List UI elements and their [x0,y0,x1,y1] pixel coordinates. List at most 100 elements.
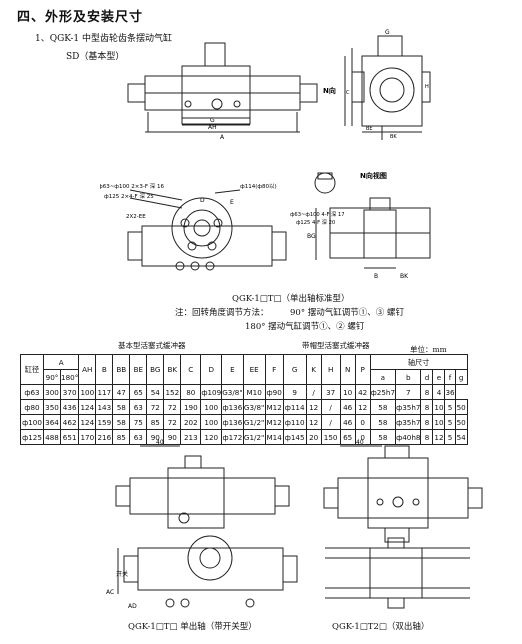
table-cell: 462 [59,414,80,430]
header-shaft-f: f [444,369,456,385]
table-cell: 436 [59,399,80,415]
label-right-d63: ф63~ф100 4-F 深 17 [290,210,345,218]
table-cell: 10 [432,399,446,415]
table-cell: 72 [146,399,165,415]
table-cell: / [320,414,341,430]
table-cell: 46 [339,399,356,415]
bottom-cylinder-right [337,477,469,519]
label-b: B [374,273,378,280]
bottom-cylinder-left [129,477,276,515]
dimension-table: 缸径 A AH B BB BE BG BK C D E EE F G K H N… [20,354,468,445]
caption-bottom-right: QGK-1□T2□（双出轴） [332,622,430,632]
table-cell: 170 [78,429,97,445]
table-cell: 300 [43,384,61,400]
table-cell: 364 [43,414,61,430]
table-cell: 65 [129,384,148,400]
label-ad: AD [128,603,137,610]
header-n: N [339,354,356,385]
dim-ah: AH [208,124,217,131]
table-cell: 75 [129,414,148,430]
table-cell: 46 [339,414,356,430]
table-cell: 42 [354,384,371,400]
table-cell: 117 [95,384,114,400]
dim-40-right: 40 [356,439,364,446]
n-view-label: N向 [323,86,336,95]
table-cell: ф25h7 [369,384,397,400]
header-h: H [320,354,341,385]
table-cell: ф109 [200,384,223,400]
table-cell: 350 [43,399,61,415]
svg-text:BK: BK [390,134,397,140]
table-cell: 50 [454,399,468,415]
header-e: E [221,354,244,385]
table-cell: 4 [432,384,446,400]
table-cell: ф35h7 [395,399,422,415]
table-cell: 100 [200,414,223,430]
table-cell: 72 [163,399,182,415]
table-cell: 85 [112,429,131,445]
note-line2: 180° 摆动气缸调节①、② 螺钉 [245,322,365,332]
table-cell: ф80 [20,399,44,415]
table-cell: 10 [339,384,356,400]
table-cell: ф136 [221,399,244,415]
table-cell: 143 [95,399,114,415]
table-cell: 0 [354,414,371,430]
table-cell: ф114 [282,399,307,415]
label-ac: AC [106,589,114,596]
table-cell: ф90 [264,384,284,400]
table-cell: 58 [112,414,131,430]
header-f: F [264,354,284,385]
svg-text:BE: BE [366,126,373,132]
table-group-left: 基本型活塞式缓冲器 [118,341,186,350]
header-bb: BB [112,354,131,385]
header-a90: 90° [43,369,61,385]
table-cell: 58 [369,414,397,430]
label-right-d125: ф125 4-F 深 20 [296,218,335,226]
table-cell: / [320,399,341,415]
dim-a: A [220,134,225,141]
table-cell: 370 [59,384,80,400]
table-cell: 9 [282,384,307,400]
table-cell: 8 [420,399,434,415]
table-cell: 58 [112,399,131,415]
table-cell: 65 [339,429,356,445]
n-view-title: N向视图 [360,171,387,180]
table-cell: 124 [78,414,97,430]
header-bk: BK [163,354,182,385]
caption-bottom-left: QGK-1□T□ 单出轴（带开关型） [128,622,257,632]
header-b: B [95,354,114,385]
header-g: G [282,354,307,385]
table-cell: 488 [43,429,61,445]
label-e: E [230,199,234,206]
header-be: BE [129,354,148,385]
table-cell: 12 [305,414,322,430]
table-cell: ф35h7 [395,414,422,430]
subtitle: 1、QGK-1 中型齿轮齿条摆动气缸 [35,34,172,44]
table-cell: 5 [444,429,456,445]
header-k: K [305,354,322,385]
label-switch: 开关 [116,570,128,578]
header-ah: AH [78,354,97,385]
table-cell: M12 [264,414,284,430]
table-cell: M10 [242,384,266,400]
header-ee: EE [242,354,266,385]
table-cell: 5 [444,414,456,430]
header-shaft-g: g [454,369,468,385]
dim-g: G [210,117,215,124]
table-cell: / [305,384,322,400]
header-shaft: 轴尺寸 [369,354,468,370]
label-d125: ф125 2×4-F 深 25 [104,192,154,200]
model-label: SD（基本型） [66,52,125,62]
table-cell: 63 [129,399,148,415]
table-cell: ф145 [282,429,307,445]
header-p: P [354,354,371,385]
header-c: C [180,354,202,385]
table-cell: 8 [420,414,434,430]
table-cell: 58 [369,399,397,415]
table-cell: 36 [444,384,456,400]
label-bk: BK [400,273,409,280]
unit-label: 单位：mm [410,345,447,354]
